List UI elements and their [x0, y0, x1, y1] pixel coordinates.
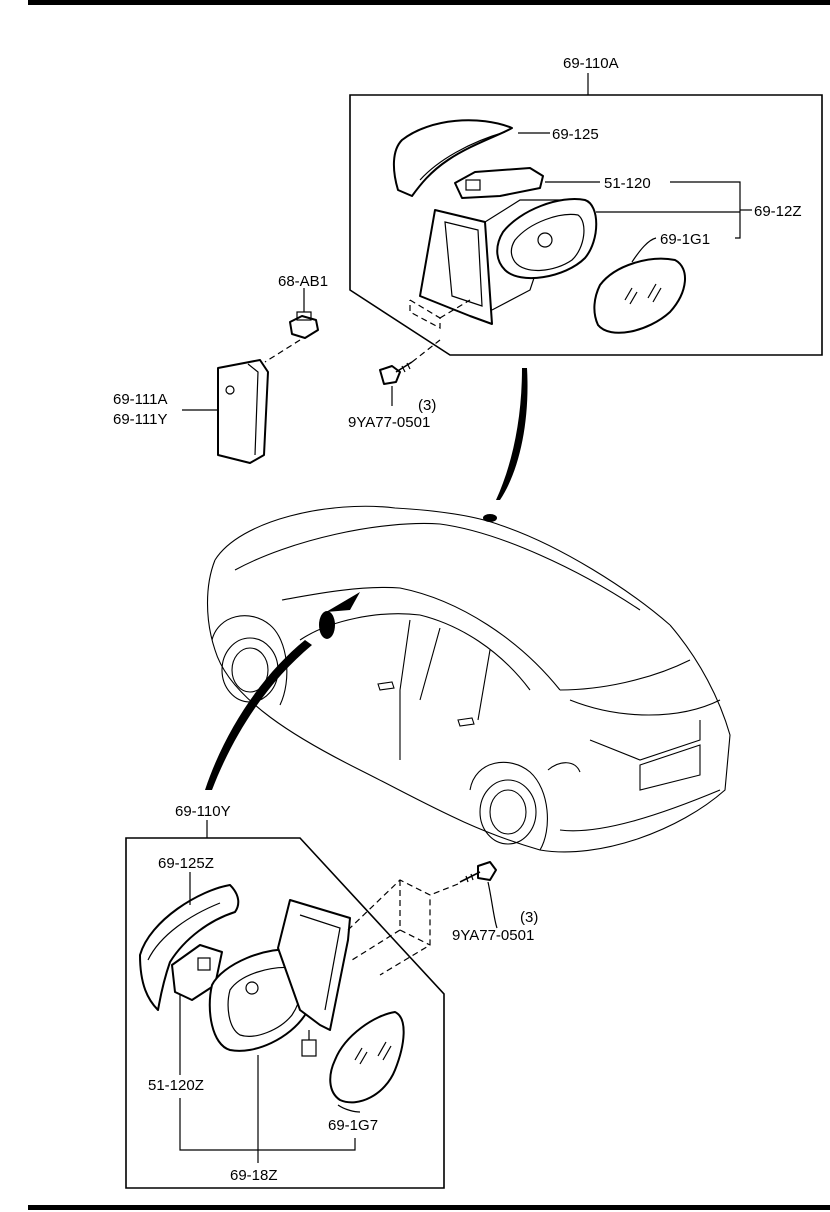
- upper-actuator-part[interactable]: [454, 167, 544, 199]
- label-lower-glass[interactable]: 69-1G7: [328, 1117, 378, 1134]
- upper-housing-part[interactable]: [496, 198, 598, 280]
- label-lower-bolt-qty[interactable]: (3): [520, 909, 538, 926]
- label-upper-glass[interactable]: 69-1G1: [660, 231, 710, 248]
- label-upper-actuator[interactable]: 51-120: [604, 175, 651, 192]
- upper-bolt-part[interactable]: [379, 361, 413, 385]
- vehicle-outline: [206, 505, 731, 853]
- upper-leader-curve: [496, 368, 528, 500]
- nut-part[interactable]: [289, 311, 319, 339]
- lower-assembly-group: 69-110Y 69-125Z: [125, 803, 445, 1189]
- label-lower-assembly[interactable]: 69-110Y: [175, 803, 231, 820]
- label-upper-bolt-qty[interactable]: (3): [418, 397, 436, 414]
- lower-bolt-part[interactable]: [459, 861, 497, 883]
- lower-glass-part[interactable]: [329, 1011, 405, 1104]
- lower-cover-part[interactable]: [139, 884, 240, 1011]
- bottom-rule: [28, 1205, 830, 1210]
- upper-cover-part[interactable]: [392, 119, 513, 197]
- label-upper-assembly[interactable]: 69-110A: [563, 55, 619, 72]
- label-lower-actuator[interactable]: 51-120Z: [148, 1077, 204, 1094]
- label-upper-cover[interactable]: 69-125: [552, 126, 599, 143]
- lower-base-part[interactable]: [277, 899, 351, 1057]
- upper-glass-part[interactable]: [593, 257, 687, 334]
- label-upper-bolt[interactable]: 9YA77-0501: [348, 414, 430, 431]
- label-nut[interactable]: 68-AB1: [278, 273, 328, 290]
- top-rule: [28, 0, 830, 5]
- upper-assembly-frame: [349, 94, 823, 356]
- label-garnish-2[interactable]: 69-111Y: [113, 411, 168, 428]
- label-garnish-1[interactable]: 69-111A: [113, 391, 168, 408]
- label-lower-bolt[interactable]: 9YA77-0501: [452, 927, 534, 944]
- label-upper-housing[interactable]: 69-12Z: [754, 203, 802, 220]
- label-lower-cover[interactable]: 69-125Z: [158, 855, 214, 872]
- garnish-part[interactable]: [217, 359, 269, 464]
- label-lower-housing[interactable]: 69-18Z: [230, 1167, 278, 1184]
- lower-assembly-frame: [125, 837, 445, 1189]
- lower-leader-curve: [205, 640, 312, 790]
- upper-assembly-group: 69-110A 69-125 51-120 69-12Z: [349, 55, 823, 356]
